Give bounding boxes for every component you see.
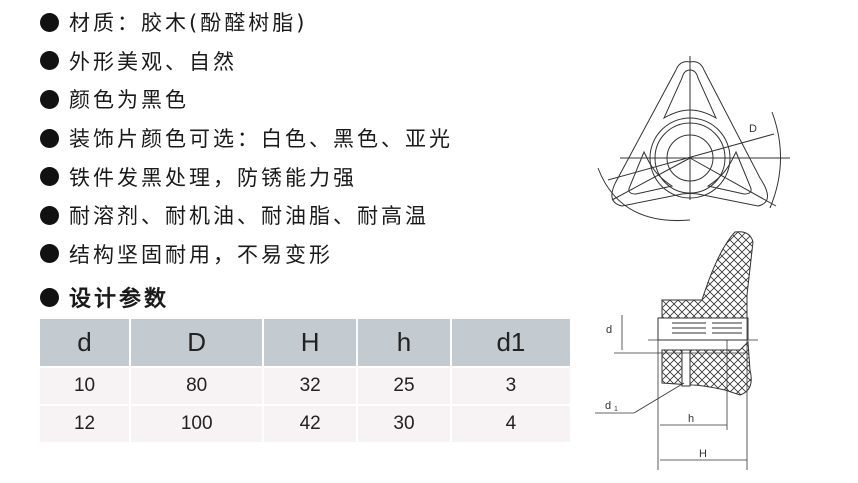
label-h: h	[688, 413, 694, 425]
bullet-icon	[40, 167, 59, 187]
table-header-row: d D H h d1	[40, 319, 570, 367]
cell: 12	[40, 404, 132, 442]
bullet-icon	[40, 12, 59, 32]
cell: 3	[450, 366, 570, 405]
section-title: 设计参数	[40, 278, 453, 317]
cell: 4	[450, 404, 570, 442]
cell: 80	[130, 366, 265, 405]
label-D: D	[749, 123, 757, 135]
feature-item: 装饰片颜色可选：白色、黑色、亚光	[40, 119, 453, 158]
cell: 42	[263, 404, 359, 442]
header-d1: d1	[450, 319, 570, 367]
feature-text: 装饰片颜色可选：白色、黑色、亚光	[69, 127, 453, 152]
label-d1: d	[605, 400, 611, 412]
feature-text: 材质：胶木(酚醛树脂)	[69, 11, 308, 36]
bullet-icon	[40, 244, 59, 264]
bullet-icon	[40, 287, 59, 307]
header-D: D	[130, 319, 265, 367]
feature-text: 耐溶剂、耐机油、耐油脂、耐高温	[69, 204, 429, 229]
bullet-icon	[40, 128, 59, 148]
cell: 30	[357, 404, 452, 442]
feature-item: 颜色为黑色	[40, 80, 453, 119]
table-row: 12 100 42 30 4	[40, 404, 570, 442]
cell: 25	[357, 366, 452, 405]
cell: 10	[40, 366, 132, 405]
label-d: d	[606, 324, 612, 336]
feature-item: 外形美观、自然	[40, 42, 453, 81]
feature-item: 结构坚固耐用，不易变形	[40, 235, 453, 274]
spec-table: d D H h d1 10 80 32 25 3 12 100 42 30 4	[40, 319, 570, 442]
label-d1-sub: 1	[614, 406, 618, 413]
feature-text: 外形美观、自然	[69, 49, 237, 74]
header-d: d	[40, 319, 132, 367]
cell: 32	[263, 366, 359, 405]
header-H: H	[263, 319, 359, 367]
label-H: H	[699, 448, 707, 460]
feature-text: 铁件发黑处理，防锈能力强	[69, 165, 357, 190]
section-drawing: d d 1 h H	[595, 231, 758, 470]
feature-text: 颜色为黑色	[69, 88, 189, 113]
feature-item: 耐溶剂、耐机油、耐油脂、耐高温	[40, 196, 453, 235]
bullet-icon	[40, 89, 59, 109]
section-title-text: 设计参数	[69, 287, 170, 313]
bullet-icon	[40, 205, 59, 225]
feature-item: 铁件发黑处理，防锈能力强	[40, 157, 453, 196]
header-h: h	[357, 319, 452, 367]
feature-text: 结构坚固耐用，不易变形	[69, 242, 333, 267]
top-view-drawing: D	[597, 56, 790, 222]
bullet-icon	[40, 51, 59, 71]
cell: 100	[130, 404, 265, 442]
feature-item: 材质：胶木(酚醛树脂)	[40, 3, 453, 42]
feature-list: 材质：胶木(酚醛树脂) 外形美观、自然 颜色为黑色 装饰片颜色可选：白色、黑色、…	[40, 3, 453, 317]
table-row: 10 80 32 25 3	[40, 366, 570, 405]
